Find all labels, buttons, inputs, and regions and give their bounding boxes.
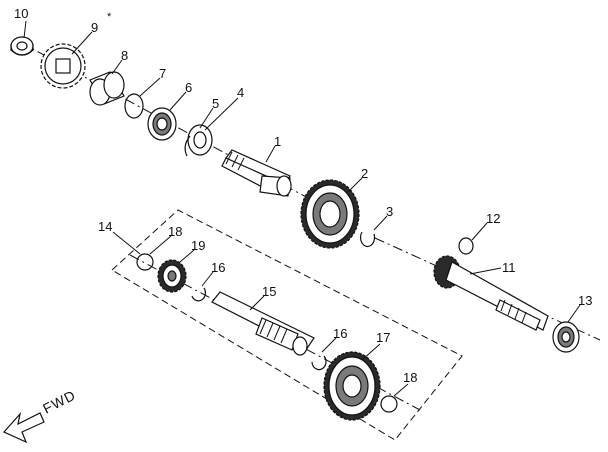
sub-assembly-box [111,209,463,441]
label-part-18-upper: 18 [168,224,182,239]
part-16-circlip-upper [191,287,207,302]
part-13-bearing [552,321,580,353]
part-18-washer-lower [380,395,398,413]
fwd-label: FWD [40,387,78,417]
label-part-5: 5 [212,96,219,111]
label-part-6: 6 [185,80,192,95]
part-10-nut [10,36,34,56]
label-part-4: 4 [237,85,244,100]
label-part-12: 12 [486,211,500,226]
label-part-9: 9 [91,20,98,35]
asterisk-mark: * [107,11,112,23]
part-1-shaft [221,149,292,197]
label-part-3: 3 [386,204,393,219]
label-part-8: 8 [121,48,128,63]
part-15-countershaft [211,291,315,356]
label-part-16-lower: 16 [333,326,347,341]
part-17-gear [323,351,381,421]
part-4-clip [184,135,191,157]
label-part-11: 11 [502,260,516,275]
part-6-bearing [147,107,177,141]
part-2-gear [300,179,360,249]
part-16-circlip-lower [311,355,327,371]
label-part-10: 10 [14,6,28,21]
part-12-o-ring [458,237,474,255]
fwd-arrow-icon: FWD [3,387,78,444]
label-part-19: 19 [191,238,205,253]
label-part-14: 14 [98,219,112,234]
part-7-o-ring [124,93,144,119]
leader-lines [23,20,581,397]
label-part-2: 2 [361,166,368,181]
part-18-washer-upper [136,253,154,271]
part-9-sprocket [40,43,86,89]
part-3-circlip [360,231,376,248]
label-part-16-upper: 16 [211,260,225,275]
part-5-washer [187,124,213,156]
label-part-15: 15 [262,284,276,299]
part-11-pinion-shaft [433,255,549,331]
part-8-bushing [89,71,125,106]
label-part-1: 1 [274,134,281,149]
label-part-18-lower: 18 [403,370,417,385]
part-labels: 10 9 * 8 7 6 5 4 1 2 3 12 11 13 14 18 19… [14,6,592,385]
label-part-13: 13 [578,293,592,308]
label-part-17: 17 [376,330,390,345]
part-19-small-gear [157,259,187,293]
label-part-7: 7 [159,66,166,81]
